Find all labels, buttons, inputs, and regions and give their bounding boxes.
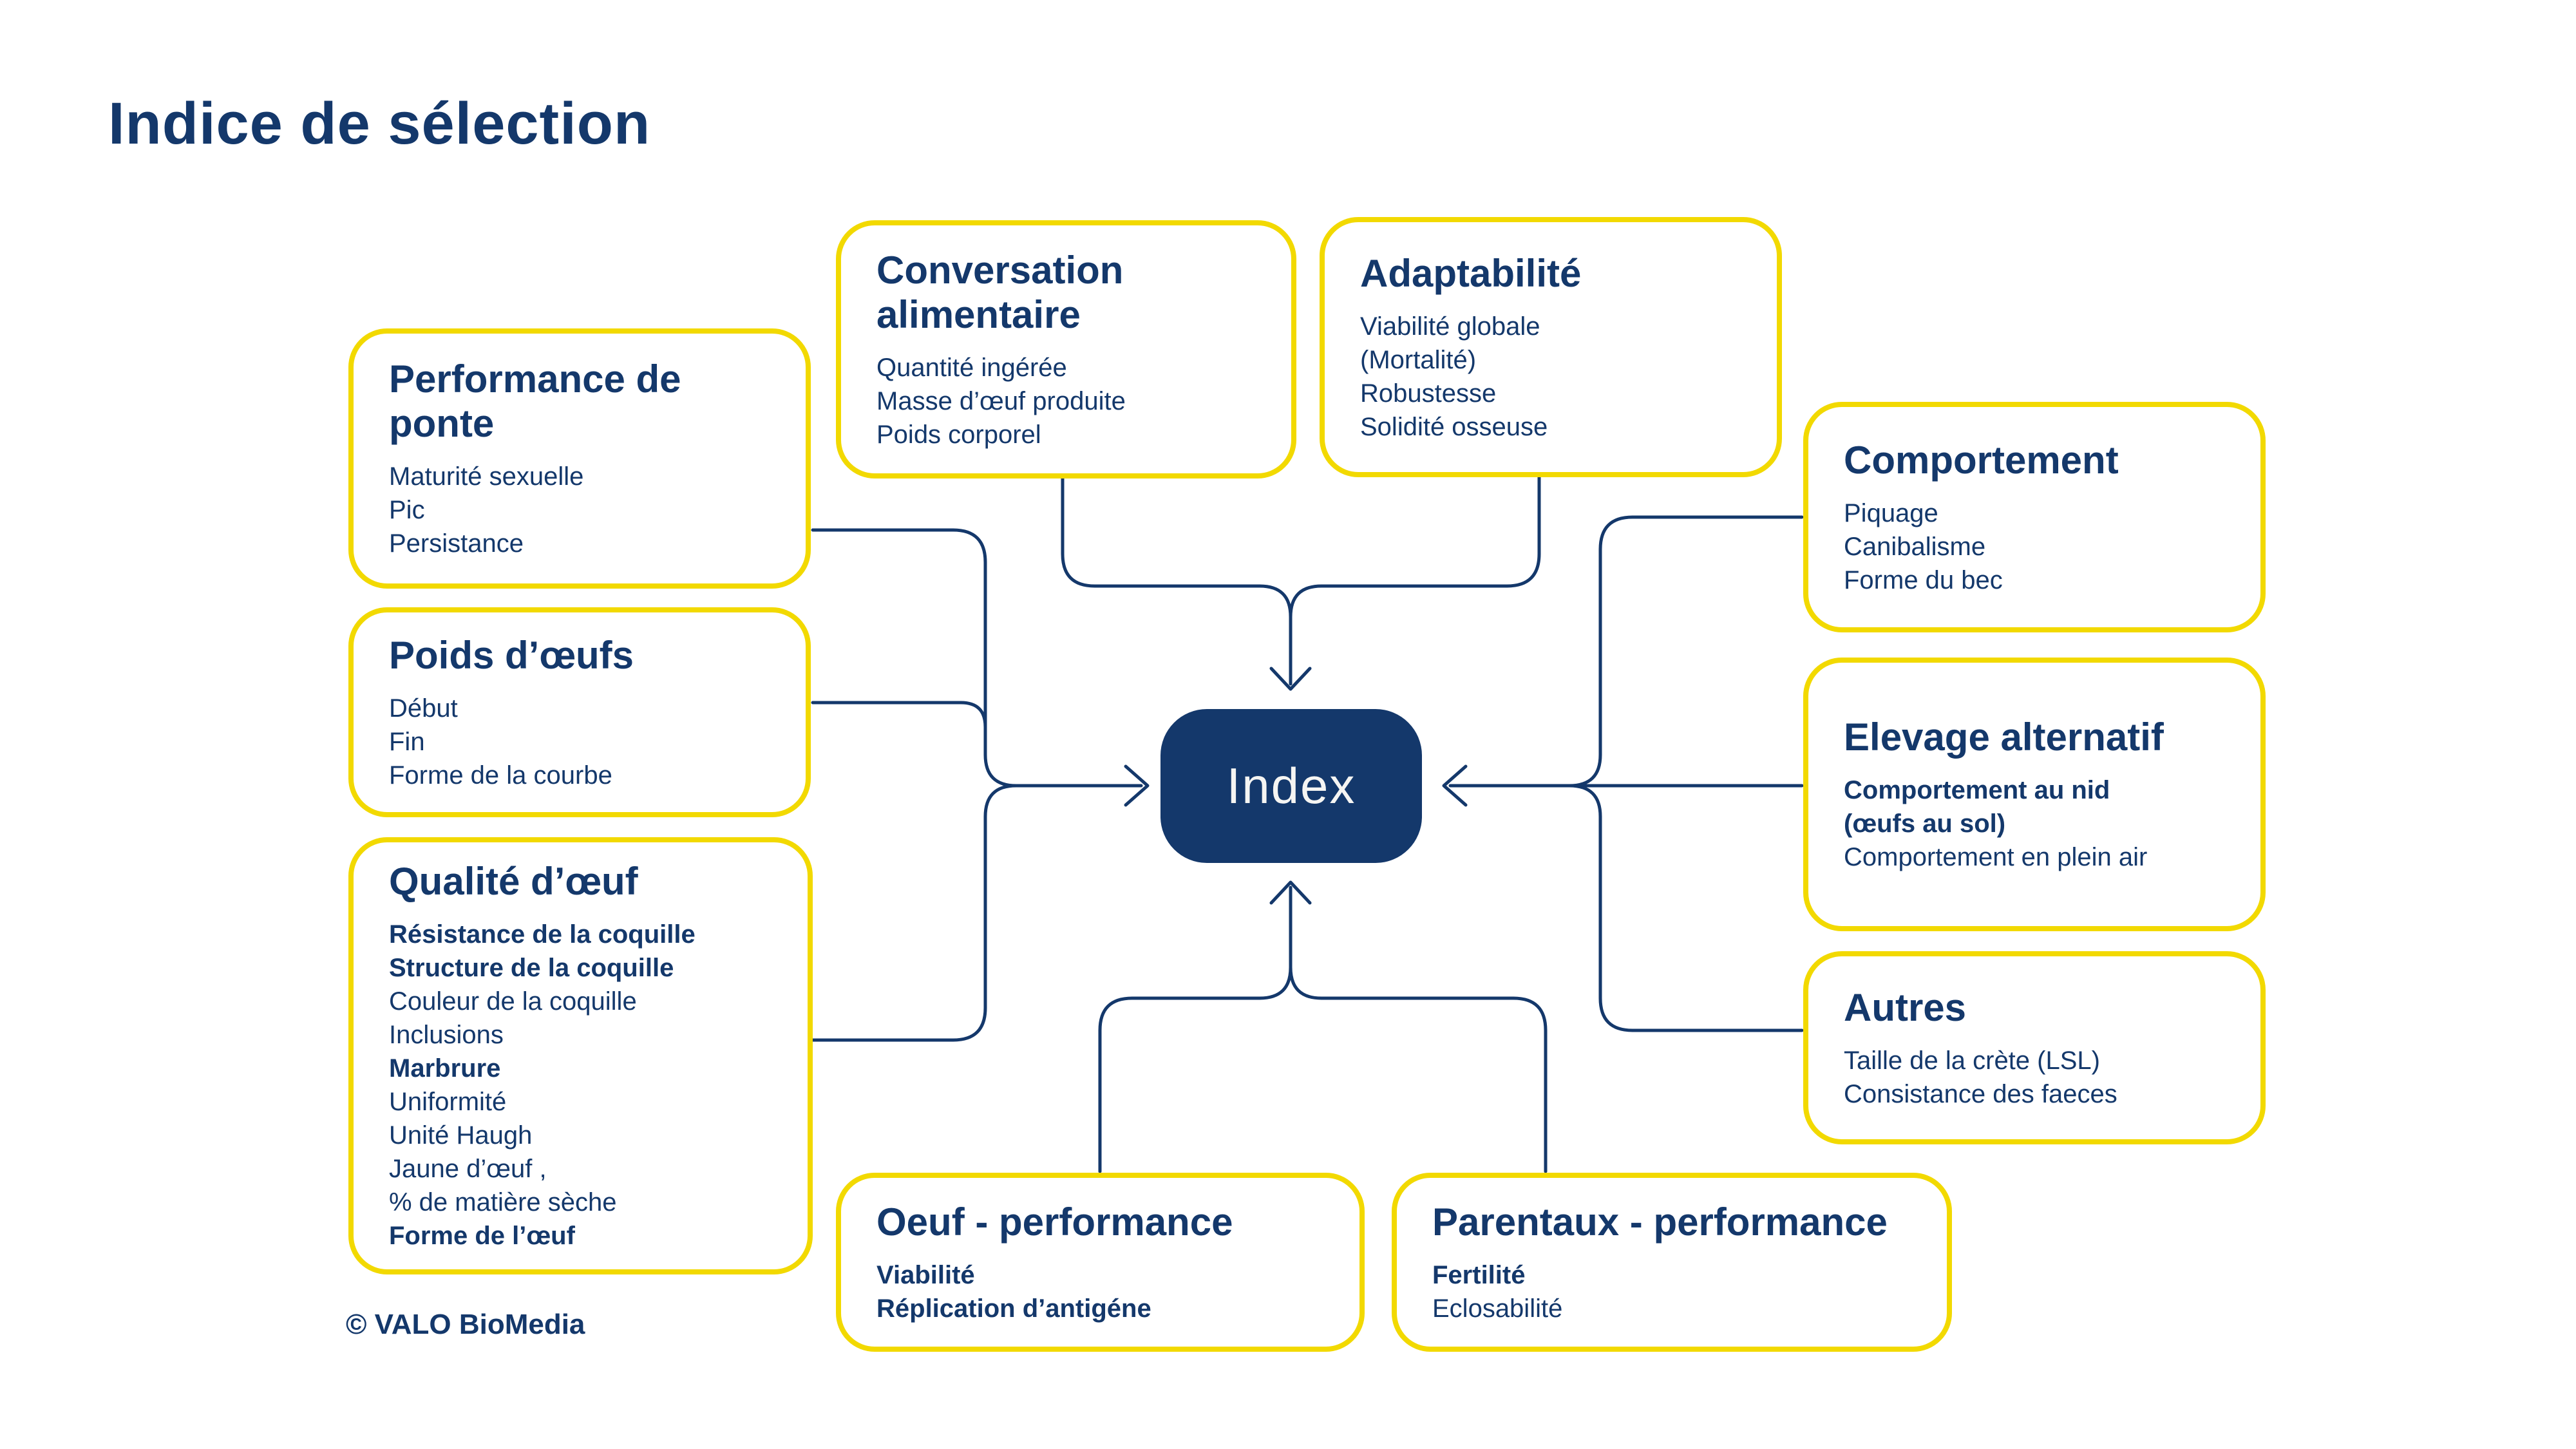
box-autres: Autres Taille de la crète (LSL) Consista… bbox=[1803, 951, 2266, 1144]
box-oeuf-performance: Oeuf - performance Viabilité Réplication… bbox=[836, 1173, 1365, 1352]
box-item: Consistance des faeces bbox=[1844, 1079, 2117, 1108]
box-title: Adaptabilité bbox=[1360, 251, 1582, 295]
box-items: Viabilité Réplication d’antigéne bbox=[876, 1258, 1324, 1325]
box-item: Jaune d’œuf , bbox=[389, 1155, 547, 1183]
box-items: Taille de la crète (LSL) Consistance des… bbox=[1844, 1044, 2225, 1111]
box-item: Viabilité globale bbox=[1360, 312, 1540, 341]
box-title: Autres bbox=[1844, 985, 1967, 1029]
box-item: Robustesse bbox=[1360, 379, 1497, 408]
box-item: Taille de la crète (LSL) bbox=[1844, 1046, 2100, 1075]
page-title: Indice de sélection bbox=[108, 91, 651, 156]
arrowhead-right-icon bbox=[1124, 764, 1150, 807]
box-items: Viabilité globale (Mortalité) Robustesse… bbox=[1360, 310, 1741, 444]
box-items: Maturité sexuelle Pic Persistance bbox=[389, 460, 770, 560]
box-title: Performance de ponte bbox=[389, 357, 681, 445]
box-item: (œufs au sol) bbox=[1844, 810, 2006, 838]
index-label: Index bbox=[1226, 757, 1356, 814]
box-item: (Mortalité) bbox=[1360, 345, 1477, 374]
box-item: Maturité sexuelle bbox=[389, 462, 584, 491]
index-node: Index bbox=[1160, 709, 1422, 863]
box-title: Elevage alternatif bbox=[1844, 715, 2164, 759]
box-item: Unité Haugh bbox=[389, 1121, 533, 1150]
box-item: Pic bbox=[389, 496, 425, 524]
box-poids-doeufs: Poids d’œufs Début Fin Forme de la courb… bbox=[348, 607, 811, 817]
box-parentaux-performance: Parentaux - performance Fertilité Eclosa… bbox=[1392, 1173, 1952, 1352]
box-item: Eclosabilité bbox=[1432, 1294, 1563, 1323]
box-adaptabilite: Adaptabilité Viabilité globale (Mortalit… bbox=[1320, 217, 1782, 477]
box-title: Parentaux - performance bbox=[1432, 1200, 1888, 1244]
box-item: Fertilité bbox=[1432, 1260, 1526, 1289]
box-item: Forme de la courbe bbox=[389, 761, 612, 790]
box-item: Solidité osseuse bbox=[1360, 412, 1548, 441]
arrowhead-up-icon bbox=[1269, 880, 1312, 905]
box-item: Couleur de la coquille bbox=[389, 987, 637, 1016]
box-item: Poids corporel bbox=[876, 420, 1041, 449]
box-item: Quantité ingérée bbox=[876, 353, 1067, 382]
box-title: Qualité d’œuf bbox=[389, 860, 638, 903]
box-conversation-alimentaire: Conversation alimentaire Quantité ingéré… bbox=[836, 220, 1296, 478]
arrowhead-left-icon bbox=[1442, 764, 1468, 807]
box-items: Début Fin Forme de la courbe bbox=[389, 692, 770, 792]
box-title: Poids d’œufs bbox=[389, 633, 634, 677]
box-comportement: Comportement Piquage Canibalisme Forme d… bbox=[1803, 402, 2266, 632]
box-title: Comportement bbox=[1844, 438, 2119, 482]
box-item: Inclusions bbox=[389, 1021, 504, 1049]
box-item: Uniformité bbox=[389, 1088, 507, 1116]
box-item: Marbrure bbox=[389, 1054, 501, 1083]
box-items: Comportement au nid (œufs au sol) Compor… bbox=[1844, 773, 2225, 874]
box-title: Oeuf - performance bbox=[876, 1200, 1233, 1244]
box-elevage-alternatif: Elevage alternatif Comportement au nid (… bbox=[1803, 658, 2266, 931]
box-item: % de matière sèche bbox=[389, 1188, 617, 1217]
box-item: Réplication d’antigéne bbox=[876, 1294, 1151, 1323]
box-item: Persistance bbox=[389, 529, 524, 558]
box-qualite-doeuf: Qualité d’œuf Résistance de la coquille … bbox=[348, 837, 813, 1274]
box-item: Viabilité bbox=[876, 1260, 975, 1289]
box-item: Comportement au nid bbox=[1844, 776, 2110, 804]
copyright-note: © VALO BioMedia bbox=[346, 1309, 585, 1340]
box-item: Masse d’œuf produite bbox=[876, 386, 1126, 415]
box-item: Début bbox=[389, 694, 458, 723]
box-item: Piquage bbox=[1844, 498, 1938, 527]
arrowhead-down-icon bbox=[1269, 667, 1312, 691]
box-items: Piquage Canibalisme Forme du bec bbox=[1844, 497, 2225, 597]
box-items: Résistance de la coquille Structure de l… bbox=[389, 918, 772, 1253]
box-title: Conversation alimentaire bbox=[876, 248, 1124, 336]
box-item: Structure de la coquille bbox=[389, 954, 674, 982]
box-items: Fertilité Eclosabilité bbox=[1432, 1258, 1911, 1325]
box-items: Quantité ingérée Masse d’œuf produite Po… bbox=[876, 351, 1256, 451]
box-item: Comportement en plein air bbox=[1844, 843, 2148, 871]
box-item: Forme de l’œuf bbox=[389, 1222, 575, 1250]
box-item: Forme du bec bbox=[1844, 565, 2003, 594]
box-performance-de-ponte: Performance de ponte Maturité sexuelle P… bbox=[348, 328, 811, 589]
box-item: Fin bbox=[389, 727, 425, 756]
box-item: Résistance de la coquille bbox=[389, 920, 696, 949]
box-item: Canibalisme bbox=[1844, 532, 1986, 561]
